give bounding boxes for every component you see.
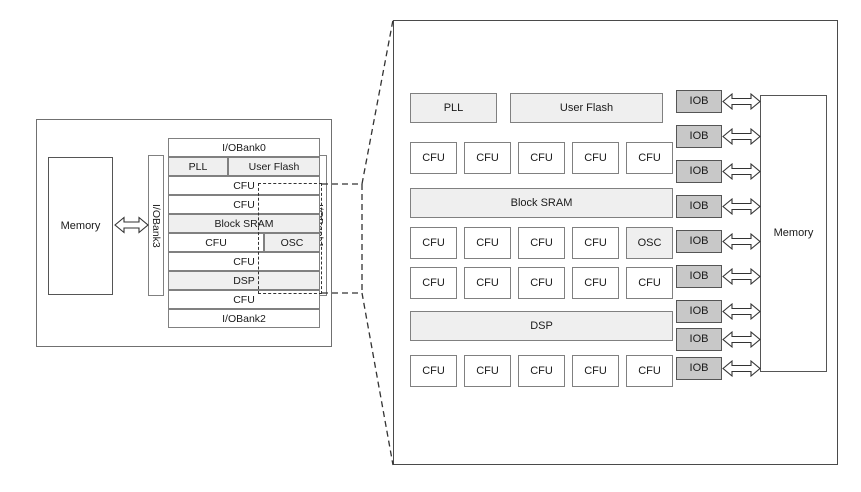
right-cfu-r6-c1: CFU [410,355,457,387]
right-cfu-r4-c3: CFU [518,267,565,299]
right-cfu-r1-c3-label: CFU [530,151,553,164]
right-osc-block: OSC [626,227,673,259]
zoom-source-region [258,183,322,294]
iob-block-9: IOB [676,357,722,380]
right-cfu-r1-c5: CFU [626,142,673,174]
left-iobank0-label: I/OBank0 [222,141,266,154]
left-memory-block: Memory [48,157,113,295]
iob-block-7-label: IOB [689,305,709,317]
iob-block-1: IOB [676,90,722,113]
right-cfu-r6-c4: CFU [572,355,619,387]
iob-block-1-label: IOB [689,95,709,107]
zoom-leader-lines [322,19,394,466]
iob-block-2: IOB [676,125,722,148]
left-row-4: CFU [168,252,320,271]
left-row-1: CFU [168,195,320,214]
iob-block-3: IOB [676,160,722,183]
left-row-3-label: CFU [205,236,227,249]
right-cfu-r3-c4-label: CFU [584,236,607,249]
iob-block-2-label: IOB [689,130,709,142]
right-pll-label: PLL [443,101,464,114]
right-cfu-r6-c3-label: CFU [530,364,553,377]
right-panel-border [393,20,838,465]
iob-block-5: IOB [676,230,722,253]
right-memory-label: Memory [773,227,814,239]
left-iobank2-label: I/OBank2 [222,312,266,325]
right-memory-block: Memory [760,95,827,372]
right-cfu-r3-c2: CFU [464,227,511,259]
right-cfu-r6-c5: CFU [626,355,673,387]
right-cfu-r3-c4: CFU [572,227,619,259]
right-cfu-r3-c1: CFU [410,227,457,259]
left-row-3: CFU [168,233,264,252]
right-cfu-r3-c3-label: CFU [530,236,553,249]
left-row-0-label: CFU [233,179,255,192]
right-user-flash-block: User Flash [510,93,663,123]
right-dsp-label: DSP [530,319,553,332]
right-cfu-r4-c4-label: CFU [584,276,607,289]
iob-block-4-label: IOB [689,200,709,212]
left-iobank3: I/OBank3 [148,155,164,296]
left-iobank3-label: I/OBank3 [150,203,162,248]
iob-block-8-label: IOB [689,333,709,345]
right-cfu-r4-c1: CFU [410,267,457,299]
right-cfu-r1-c4-label: CFU [584,151,607,164]
left-row-6: CFU [168,290,320,309]
iob-block-4: IOB [676,195,722,218]
right-cfu-r6-c1-label: CFU [422,364,445,377]
right-cfu-r4-c4: CFU [572,267,619,299]
right-cfu-r3-c2-label: CFU [476,236,499,249]
right-block-sram: Block SRAM [410,188,673,218]
right-cfu-r1-c1-label: CFU [422,151,445,164]
right-cfu-r4-c5: CFU [626,267,673,299]
iob-block-9-label: IOB [689,362,709,374]
right-cfu-r4-c2-label: CFU [476,276,499,289]
right-cfu-r3-c1-label: CFU [422,236,445,249]
left-row-4-label: CFU [233,255,255,268]
right-cfu-r6-c4-label: CFU [584,364,607,377]
right-cfu-r6-c2-label: CFU [476,364,499,377]
left-osc-block: OSC [264,233,320,252]
left-iobank2: I/OBank2 [168,309,320,328]
right-cfu-r4-c1-label: CFU [422,276,445,289]
iob-block-7: IOB [676,300,722,323]
right-cfu-r1-c1: CFU [410,142,457,174]
left-osc-label: OSC [280,236,304,249]
left-row-5-label: DSP [233,274,255,287]
left-panel-border [36,119,332,347]
iob-block-6: IOB [676,265,722,288]
right-osc-label: OSC [637,236,662,249]
left-row-1-label: CFU [233,198,255,211]
left-user-flash-block: User Flash [228,157,320,176]
right-user-flash-label: User Flash [559,101,614,114]
right-cfu-r4-c3-label: CFU [530,276,553,289]
right-cfu-r6-c5-label: CFU [638,364,661,377]
right-cfu-r1-c4: CFU [572,142,619,174]
right-cfu-r1-c3: CFU [518,142,565,174]
left-row-6-label: CFU [233,293,255,306]
right-cfu-r3-c3: CFU [518,227,565,259]
right-block-sram-label: Block SRAM [510,196,573,209]
left-row-0: CFU [168,176,320,195]
left-row-2: Block SRAM [168,214,320,233]
left-iobank0: I/OBank0 [168,138,320,157]
right-cfu-r4-c2: CFU [464,267,511,299]
left-row-5: DSP [168,271,320,290]
right-cfu-r1-c2-label: CFU [476,151,499,164]
right-cfu-r6-c3: CFU [518,355,565,387]
left-user-flash-label: User Flash [248,160,300,173]
iob-block-3-label: IOB [689,165,709,177]
right-pll-block: PLL [410,93,497,123]
right-cfu-r1-c5-label: CFU [638,151,661,164]
right-cfu-r4-c5-label: CFU [638,276,661,289]
iob-block-6-label: IOB [689,270,709,282]
iob-block-8: IOB [676,328,722,351]
left-pll-label: PLL [188,160,208,173]
left-memory-label: Memory [60,219,101,232]
iob-block-5-label: IOB [689,235,709,247]
left-pll-block: PLL [168,157,228,176]
right-dsp-block: DSP [410,311,673,341]
right-cfu-r6-c2: CFU [464,355,511,387]
right-cfu-r1-c2: CFU [464,142,511,174]
